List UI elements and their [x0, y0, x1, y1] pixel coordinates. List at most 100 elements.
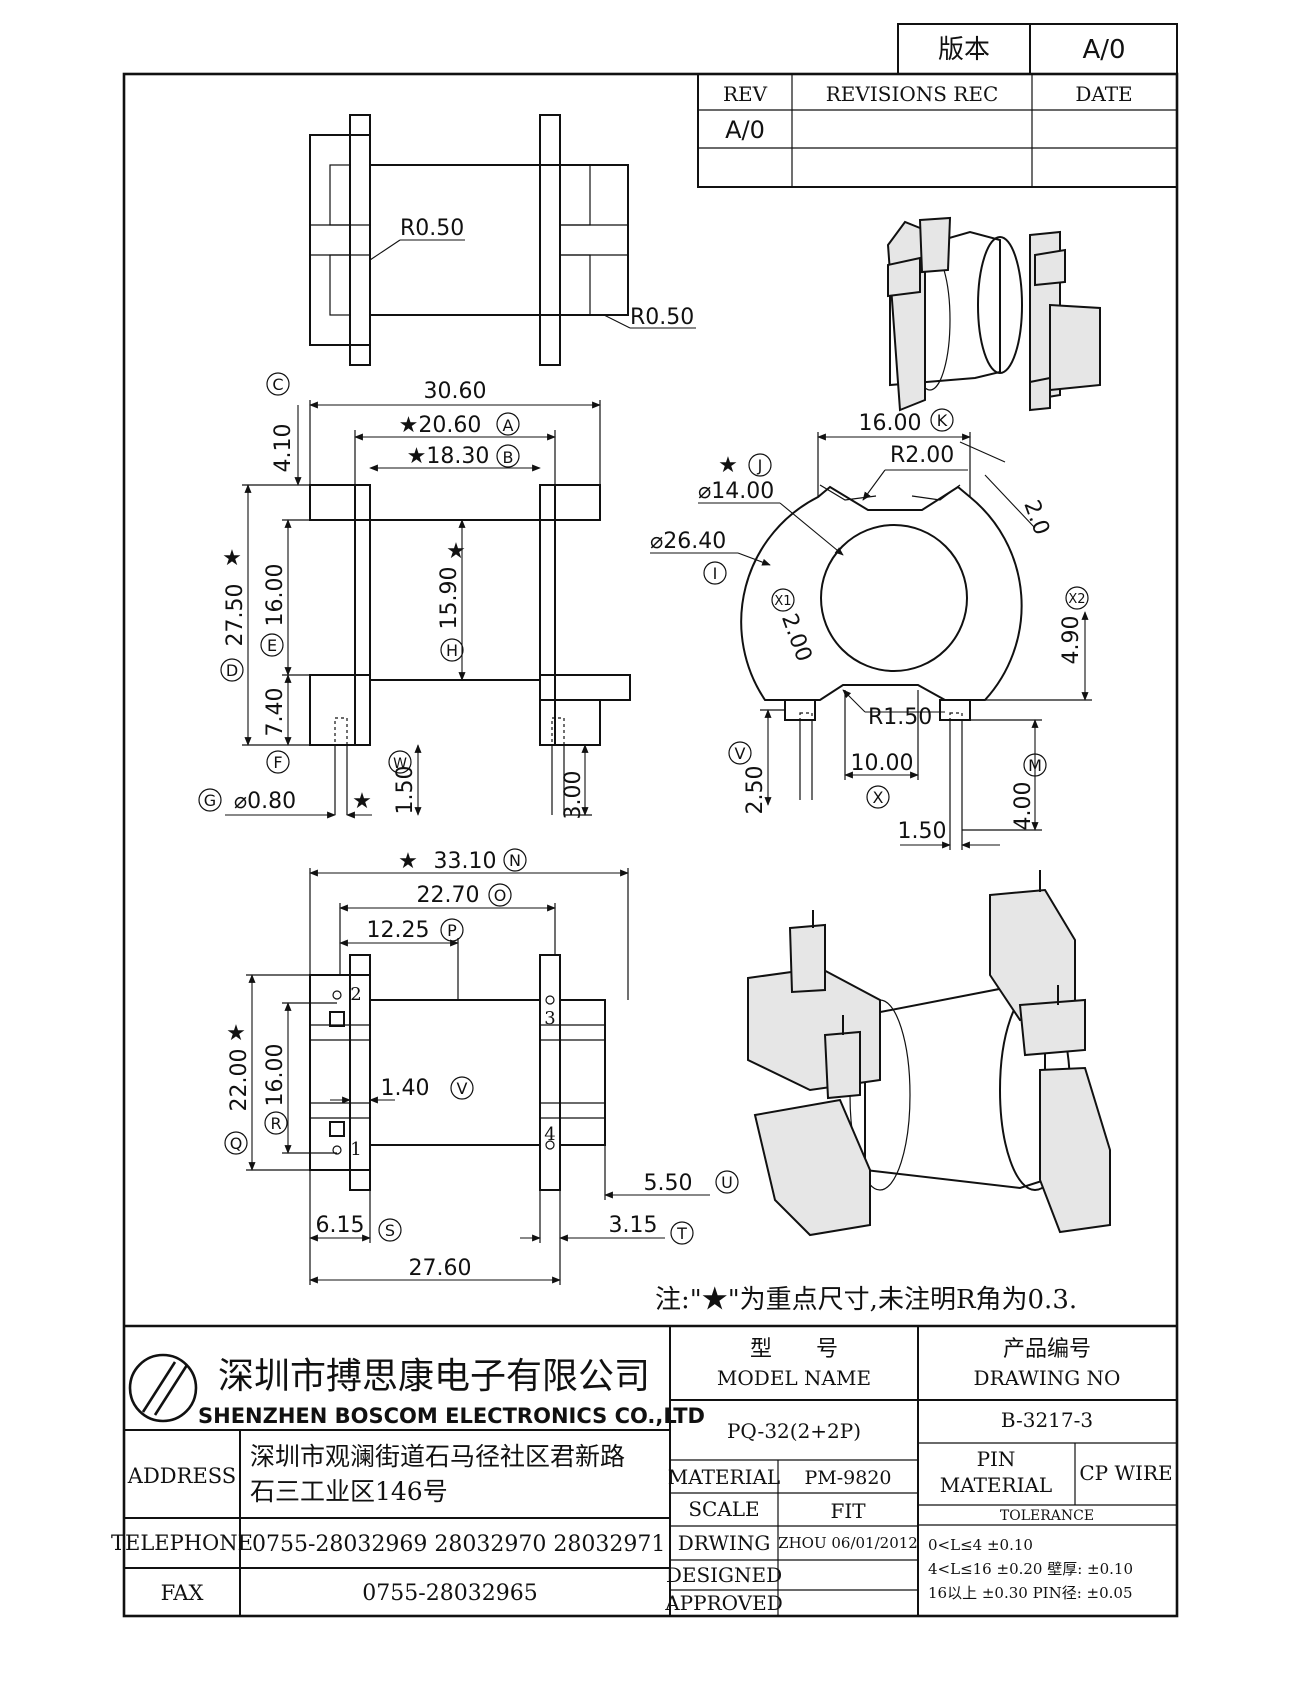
version-box: 版本 A/0 — [897, 23, 1178, 75]
marker-v-bottom: V — [457, 1079, 468, 1098]
dim-r2: R2.00 — [890, 443, 954, 468]
company-name-cn: 深圳市搏思康电子有限公司 — [218, 1356, 650, 1397]
pin-number-2: 2 — [350, 984, 361, 1005]
star-q: ★ — [226, 1021, 246, 1046]
marker-j: J — [757, 456, 763, 475]
iso-view-large — [747, 870, 1111, 1237]
drawing-no-en: DRAWING NO — [974, 1366, 1121, 1390]
scale-value: FIT — [830, 1499, 866, 1523]
scale-label: SCALE — [688, 1497, 759, 1521]
marker-r: R — [270, 1114, 281, 1133]
dim-f: 7.40 — [263, 688, 288, 737]
material-label: MATERIAL — [668, 1465, 780, 1489]
side-view: 16.00 K R2.00 ★ J ⌀14.00 ⌀26.40 I 2.0 X1… — [650, 408, 1092, 850]
dim-d: 27.50 — [223, 584, 248, 647]
dim-a: ★20.60 — [399, 413, 482, 438]
dim-h: 15.90 — [437, 567, 462, 630]
marker-h: H — [446, 641, 458, 660]
marker-k: K — [937, 411, 948, 430]
marker-o: O — [494, 886, 507, 905]
dim-m: 4.00 — [1011, 782, 1036, 831]
marker-i: I — [713, 564, 718, 583]
marker-g: G — [204, 791, 216, 810]
dim-x1: 2.00 — [776, 610, 816, 665]
tolerance-line-1: 0<L≤4 ±0.10 — [928, 1536, 1033, 1554]
front-view: 30.60 ★20.60 A ★18.30 B C 4.10 27.50 D ★… — [198, 372, 631, 820]
star-h: ★ — [446, 539, 466, 564]
approved-label: APPROVED — [664, 1591, 783, 1615]
version-value: A/0 — [1082, 35, 1125, 65]
pin-label: PIN — [977, 1447, 1016, 1471]
marker-x1: X1 — [774, 594, 791, 609]
rev-header: REV — [723, 82, 768, 106]
drawing-note: 注:"★"为重点尺寸,未注明R角为0.3. — [655, 1285, 1077, 1315]
star-j: ★ — [718, 453, 738, 478]
revisions-rec-header: REVISIONS REC — [826, 82, 999, 106]
dim-g: ⌀0.80 — [234, 789, 296, 814]
drawing-no-cn: 产品编号 — [1003, 1337, 1091, 1362]
address-line-1: 深圳市观澜街道石马径社区君新路 — [250, 1442, 625, 1471]
marker-s: S — [385, 1221, 395, 1240]
tolerance-line-2: 4<L≤16 ±0.20 壁厚: ±0.10 — [928, 1560, 1133, 1578]
pin-number-4: 4 — [544, 1124, 555, 1145]
dim-s: 6.15 — [316, 1213, 365, 1238]
pin-material-label: MATERIAL — [940, 1473, 1052, 1497]
marker-f: F — [273, 753, 282, 772]
dim-bottom-overall: 27.60 — [409, 1256, 472, 1281]
dim-pitch: 1.50 — [898, 819, 947, 844]
model-value: PQ-32(2+2P) — [727, 1419, 861, 1443]
top-view: R0.50 R0.50 — [309, 114, 696, 366]
pin-material-value: CP WIRE — [1079, 1461, 1172, 1485]
radius-label-lower: R0.50 — [630, 305, 694, 330]
marker-n: N — [509, 851, 521, 870]
company-name-en: SHENZHEN BOSCOM ELECTRONICS CO.,LTD — [198, 1404, 705, 1428]
tolerance-line-3: 16以上 ±0.30 PIN径: ±0.05 — [928, 1584, 1133, 1602]
drwing-value: ZHOU 06/01/2012 — [778, 1534, 918, 1552]
model-name-en: MODEL NAME — [717, 1366, 871, 1390]
dim-x2: 4.90 — [1059, 616, 1084, 665]
fax-label: FAX — [161, 1581, 204, 1605]
dim-c: 4.10 — [271, 424, 296, 473]
version-label: 版本 — [938, 35, 990, 65]
radius-label-upper: R0.50 — [400, 216, 464, 241]
marker-e: E — [267, 636, 277, 655]
marker-a: A — [503, 416, 514, 435]
tolerance-label: TOLERANCE — [1000, 1508, 1094, 1524]
marker-p: P — [447, 921, 457, 940]
model-name-cn: 型 号 — [750, 1337, 838, 1362]
date-header: DATE — [1075, 82, 1132, 106]
dim-i: ⌀26.40 — [650, 529, 726, 554]
dim-k: 16.00 — [859, 411, 922, 436]
dim-w: 1.50 — [393, 766, 418, 815]
dim-angle: 2.0 — [1018, 497, 1053, 538]
material-value: PM-9820 — [804, 1467, 891, 1489]
dim-r15: R1.50 — [868, 705, 932, 730]
marker-t: T — [676, 1224, 687, 1243]
dim-r: 16.00 — [263, 1044, 288, 1107]
marker-w: W — [393, 756, 407, 772]
dim-p: 12.25 — [367, 918, 430, 943]
pin-number-3: 3 — [544, 1008, 555, 1029]
pin-number-1: 1 — [350, 1139, 361, 1160]
address-label: ADDRESS — [127, 1464, 236, 1488]
designed-label: DESIGNED — [666, 1563, 782, 1587]
fax-value: 0755-28032965 — [362, 1581, 537, 1606]
sheet-border — [122, 72, 1179, 1618]
dim-o: 22.70 — [417, 883, 480, 908]
iso-view-small — [886, 216, 1101, 412]
dim-j: ⌀14.00 — [698, 479, 774, 504]
dim-pin-length: 3.00 — [561, 771, 586, 820]
dim-b: ★18.30 — [407, 444, 490, 469]
rev-row-1: A/0 — [725, 116, 765, 144]
marker-v-side: V — [735, 744, 746, 763]
star-n: ★ — [398, 849, 418, 874]
revision-table: REV REVISIONS REC DATE A/0 — [697, 73, 1178, 188]
star-d: ★ — [222, 546, 242, 571]
bottom-view: 2 1 3 4 ★ 33.10 N 22.70 O 12.25 P ★ 22.0… — [224, 848, 739, 1285]
marker-x2: X2 — [1068, 592, 1085, 607]
dim-x: 10.00 — [851, 751, 914, 776]
title-block: 深圳市搏思康电子有限公司 SHENZHEN BOSCOM ELECTRONICS… — [111, 1324, 1177, 1616]
marker-b: B — [503, 448, 514, 467]
marker-q: Q — [230, 1134, 243, 1153]
